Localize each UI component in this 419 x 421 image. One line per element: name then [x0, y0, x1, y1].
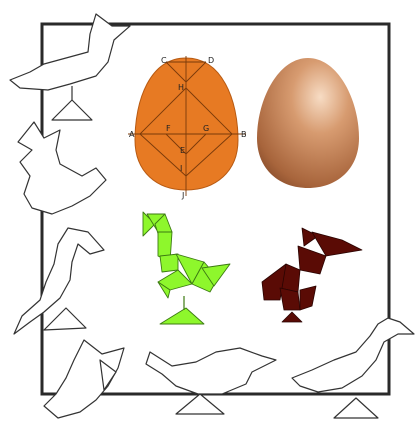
outline-bird-left-upper [18, 122, 106, 214]
point-label-i: I [180, 164, 182, 173]
green-tangram-bird [143, 212, 230, 324]
point-label-c: C [161, 56, 167, 65]
outline-bird-bottom-right [292, 318, 414, 418]
point-label-h: H [178, 83, 184, 92]
brown-egg-photo [257, 58, 359, 188]
point-label-f: F [166, 124, 171, 133]
point-label-a: A [129, 130, 135, 139]
point-label-j: J [181, 191, 184, 200]
point-label-e: E [180, 146, 185, 155]
outline-bird-bottom-center [146, 348, 276, 414]
point-label-b: B [241, 130, 247, 139]
point-label-g: G [203, 124, 209, 133]
point-label-d: D [208, 56, 214, 65]
geometric-egg-diagram: C D H A F G B E I J [128, 56, 247, 200]
dark-tangram-bird [262, 228, 362, 322]
outline-bird-left-lower [14, 228, 104, 334]
outline-bird-bottom-left [44, 340, 124, 418]
outline-bird-top-left [10, 14, 130, 120]
